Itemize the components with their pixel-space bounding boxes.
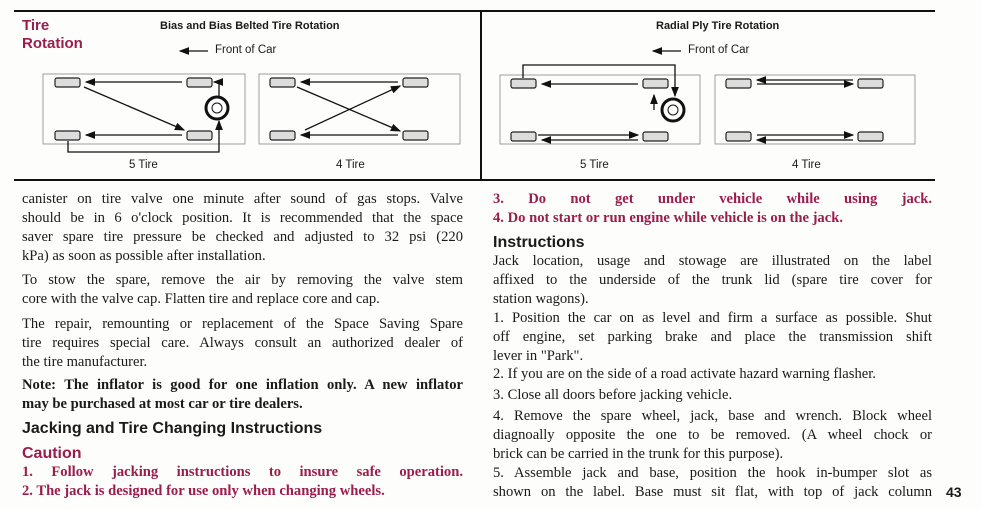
text-line: tire requires special care. Always consu… <box>22 335 463 351</box>
text-line: 4. Remove the spare wheel, jack, base an… <box>493 408 932 424</box>
text-line: Caution <box>22 445 82 462</box>
text-line: 2. The jack is designed for use only whe… <box>22 483 385 499</box>
text-line: canister on tire valve one minute after … <box>22 191 463 207</box>
paragraph: 3. Do not get under vehicle while using … <box>493 190 932 228</box>
heading: Caution <box>22 444 463 463</box>
text-line: off engine, set parking brake and place … <box>493 329 932 345</box>
text-line: Jacking and Tire Changing Instructions <box>22 420 323 437</box>
text-line: Instructions <box>493 234 585 251</box>
tire-rotation-diagrams <box>14 10 935 181</box>
spare-tire-icon <box>204 95 686 123</box>
text-line: 3. Close all doors before jacking vehicl… <box>493 387 733 403</box>
bias-4-tire-caption: 4 Tire <box>336 159 365 171</box>
car-outline <box>42 73 246 145</box>
text-line: 1. Position the car on as level and firm… <box>493 310 932 326</box>
text-line: station wagons). <box>493 291 589 307</box>
text-line: The repair, remounting or replacement of… <box>22 316 463 332</box>
text-line: kPa) as soon as possible after installat… <box>22 248 266 264</box>
radial-5-tire-caption: 5 Tire <box>580 159 609 171</box>
tire-icons <box>54 77 884 142</box>
paragraph: 5. Assemble jack and base, position the … <box>493 464 932 502</box>
radial-diagram-title: Radial Ply Tire Rotation <box>656 20 780 32</box>
radial-4-tire-caption: 4 Tire <box>792 159 821 171</box>
text-line: should be in 6 o'clock position. It is r… <box>22 210 463 226</box>
text-line: Note: The inflator is good for one infla… <box>22 377 463 393</box>
text-line: 3. Do not get under vehicle while using … <box>493 191 932 207</box>
text-line: shown on the label. Base must sit flat, … <box>493 484 932 500</box>
paragraph: The repair, remounting or replacement of… <box>22 315 463 372</box>
rotation-arrows <box>67 47 855 153</box>
paragraph: 1. Position the car on as level and firm… <box>493 309 932 366</box>
text-line: 1. Follow jacking instructions to insure… <box>22 464 463 480</box>
text-line: affixed to the underside of the trunk li… <box>493 272 932 288</box>
heading: Jacking and Tire Changing Instructions <box>22 419 463 438</box>
text-line: 5. Assemble jack and base, position the … <box>493 465 932 481</box>
paragraph: canister on tire valve one minute after … <box>22 190 463 266</box>
paragraph: 3. Close all doors before jacking vehicl… <box>493 386 932 405</box>
text-line: lever in "Park". <box>493 348 584 364</box>
text-line: brick can be carried in the trunk for th… <box>493 446 784 462</box>
section-title-line: Rotation <box>22 35 83 52</box>
page-number: 43 <box>946 484 962 500</box>
paragraph: To stow the spare, remove the air by rem… <box>22 271 463 309</box>
bias-diagram-title: Bias and Bias Belted Tire Rotation <box>160 20 340 32</box>
section-title: Tire Rotation <box>22 17 83 53</box>
paragraph: Jack location, usage and stowage are ill… <box>493 252 932 309</box>
text-line: may be purchased at most car or tire dea… <box>22 396 303 412</box>
text-line: Jack location, usage and stowage are ill… <box>493 253 932 269</box>
section-title-line: Tire <box>22 17 50 34</box>
text-line: saver spare tire pressure be checked and… <box>22 229 463 245</box>
paragraph: Note: The inflator is good for one infla… <box>22 376 463 414</box>
text-line: diagnoally opposite the one to be remove… <box>493 427 932 443</box>
text-line: 4. Do not start or run engine while vehi… <box>493 210 843 226</box>
text-line: core with the valve cap. Flatten tire an… <box>22 291 380 307</box>
paragraph: 4. Remove the spare wheel, jack, base an… <box>493 407 932 464</box>
bias-front-of-car-label: Front of Car <box>215 44 277 56</box>
text-line: 2. If you are on the side of a road acti… <box>493 366 876 382</box>
text-line: To stow the spare, remove the air by rem… <box>22 272 463 288</box>
paragraph: 2. If you are on the side of a road acti… <box>493 365 932 384</box>
heading: Instructions <box>493 233 932 252</box>
paragraph: 1. Follow jacking instructions to insure… <box>22 463 463 501</box>
radial-front-of-car-label: Front of Car <box>688 44 750 56</box>
text-line: the tire manufacturer. <box>22 354 148 370</box>
bias-5-tire-caption: 5 Tire <box>129 159 158 171</box>
